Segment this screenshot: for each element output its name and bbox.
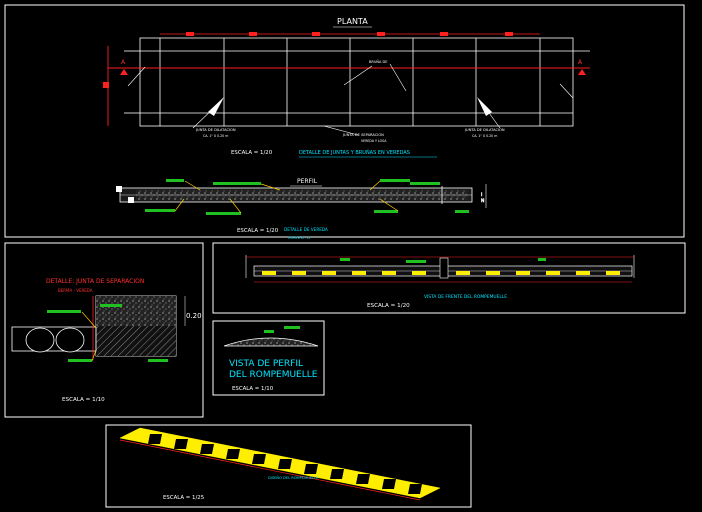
svg-text:N: N (481, 198, 484, 204)
plan-note-joint-right-sub: CA. 1" X 0.20 m (472, 134, 497, 138)
joint-detail-dim: 0.20 (186, 312, 202, 320)
plan-note-joint-left-sub: CA. 1" X 0.20 m (203, 134, 228, 138)
iso-panel-frame (105, 424, 472, 508)
joint-detail-title: DETALLE: JUNTA DE SEPARACION (46, 278, 144, 285)
plan-note-joint-mid: JUNTA DE SEPARACION (342, 133, 384, 137)
rompe-profile-title-line1: VISTA DE PERFIL (229, 359, 303, 369)
iso-speed-bump (119, 427, 441, 501)
plan-panel-frame (4, 4, 685, 238)
joint-detail-drawing (11, 295, 186, 360)
section-arrow-left (120, 69, 128, 75)
plan-detail-title: DETALLE DE JUNTAS Y BRUÑAS EN VEREDAS (299, 149, 410, 156)
front-view-yellow-stripes (262, 271, 620, 275)
plan-title: PLANTA (337, 17, 368, 26)
profile-cut-label: CORTE A - A (288, 236, 310, 240)
profile-slab (116, 184, 487, 208)
profile-scale-label: ESCALA = 1/20 (237, 228, 279, 234)
plan-dimension-ticks (186, 32, 513, 36)
plan-arrow-joint-right (477, 97, 492, 116)
profile-green-notes (145, 179, 469, 215)
front-view-panel-frame (212, 242, 686, 314)
plan-section-line (107, 46, 590, 126)
profile-dimension: N I (481, 192, 485, 205)
plan-arrow-joint-left (208, 97, 224, 116)
profile-leaders (174, 180, 399, 214)
section-mark-right: A (578, 59, 583, 66)
profile-title: PERFIL (297, 178, 318, 185)
profile-detail-title: DETALLE DE VEREDA (284, 227, 328, 232)
joint-detail-subtitle: BERMA - VEREDA (58, 288, 93, 293)
plan-note-joint-mid-sub: VEREDA Y LOSA (361, 139, 387, 143)
iso-label: DISEÑO DEL ROMPEMUELLE (268, 475, 319, 480)
front-view-drawing (245, 255, 635, 283)
svg-text:I: I (481, 192, 482, 198)
joint-detail-green-notes (47, 304, 168, 362)
iso-scale: ESCALA = 1/25 (163, 495, 204, 501)
rompe-profile-scale: ESCALA = 1/10 (232, 386, 274, 392)
joint-detail-panel-frame (4, 242, 204, 418)
plan-slab (124, 37, 590, 127)
section-arrow-right (578, 69, 586, 75)
rompe-profile-panel-frame (212, 320, 325, 396)
rompe-profile-drawing (223, 326, 319, 347)
front-view-green-notes (340, 258, 546, 263)
plan-leader-lines (127, 63, 574, 136)
plan-scale-label: ESCALA = 1/20 (231, 150, 273, 156)
front-view-title: VISTA DE FRENTE DEL ROMPEMUELLE (424, 294, 507, 300)
joint-detail-leaders (81, 311, 97, 362)
front-view-scale: ESCALA = 1/20 (367, 303, 410, 309)
plan-note-bruna: BRUÑA DE (369, 59, 387, 64)
rompe-profile-title-line2: DEL ROMPEMUELLE (229, 370, 318, 380)
plan-section-marker (103, 82, 109, 88)
joint-detail-scale: ESCALA = 1/10 (62, 397, 105, 403)
plan-note-joint-right: JUNTA DE DILATACION (464, 128, 505, 132)
section-mark-left: A (121, 59, 126, 66)
plan-note-joint-left: JUNTA DE DILATACION (195, 128, 236, 132)
